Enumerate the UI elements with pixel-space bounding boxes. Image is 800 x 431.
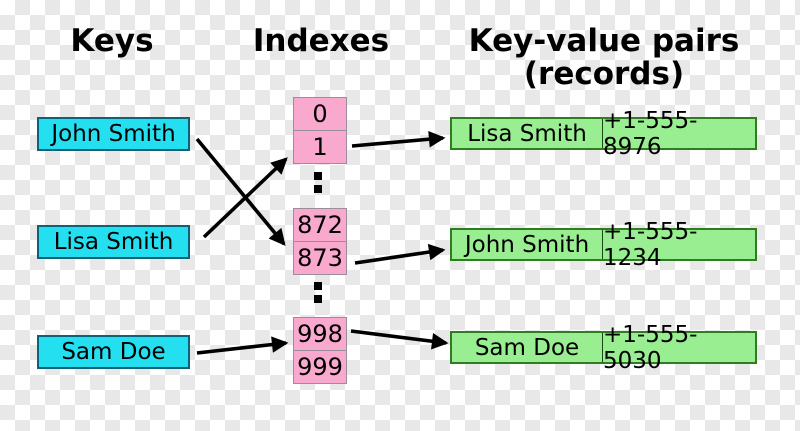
arrow-john-smith-to-index-873 xyxy=(195,137,286,246)
record-name: John Smith xyxy=(464,231,590,258)
record-phone: +1-555-5030 xyxy=(602,322,755,374)
column-header-records-line2: (records) xyxy=(523,56,685,92)
record-row-sam-doe: Sam Doe +1-555-5030 xyxy=(450,322,757,374)
index-cell-872: 872 xyxy=(297,211,343,239)
arrow-index-998-to-sam-record xyxy=(350,329,449,350)
arrow-lisa-smith-to-index-1 xyxy=(202,157,288,239)
ellipsis-dot xyxy=(314,185,322,193)
index-group-998-999: 998 999 xyxy=(293,317,347,384)
record-row-john-smith: John Smith +1-555-1234 xyxy=(450,219,757,271)
index-cell-0: 0 xyxy=(312,100,328,128)
index-cell-999: 999 xyxy=(294,350,346,383)
ellipsis-dot xyxy=(314,295,322,303)
column-header-records: Key-value pairs (records) xyxy=(448,25,760,91)
column-header-keys: Keys xyxy=(70,23,154,59)
index-cell-873: 873 xyxy=(294,241,346,274)
ellipsis-dot xyxy=(314,172,322,180)
record-name: Lisa Smith xyxy=(467,120,587,147)
index-group-0-1: 0 1 xyxy=(293,97,347,164)
key-box-sam-doe: Sam Doe xyxy=(37,335,190,369)
vertical-ellipsis-icon xyxy=(314,282,322,303)
column-header-records-line1: Key-value pairs xyxy=(468,23,740,59)
key-box-lisa-smith: Lisa Smith xyxy=(37,225,190,259)
index-cell-1: 1 xyxy=(294,130,346,163)
vertical-ellipsis-icon xyxy=(314,172,322,193)
index-group-872-873: 872 873 xyxy=(293,208,347,275)
record-phone: +1-555-1234 xyxy=(602,219,755,271)
index-cell-998: 998 xyxy=(297,320,343,348)
arrow-sam-doe-to-index-998 xyxy=(196,336,289,355)
column-header-indexes: Indexes xyxy=(252,23,390,59)
key-box-john-smith: John Smith xyxy=(37,117,190,151)
ellipsis-dot xyxy=(314,282,322,290)
record-name: Sam Doe xyxy=(474,334,580,361)
record-row-lisa-smith: Lisa Smith +1-555-8976 xyxy=(450,108,757,160)
record-phone: +1-555-8976 xyxy=(602,108,755,160)
arrow-index-1-to-lisa-record xyxy=(351,130,446,148)
arrow-index-873-to-john-record xyxy=(354,243,446,265)
